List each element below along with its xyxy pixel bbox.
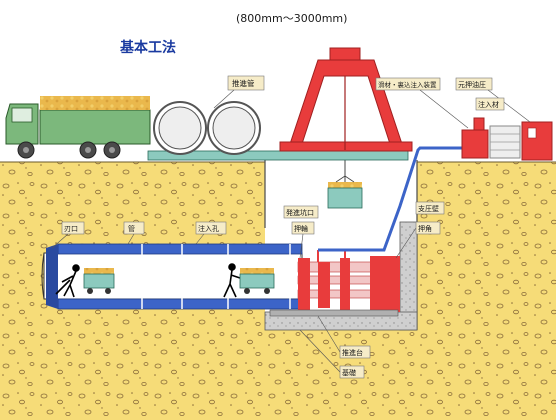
label-grout-device-group: 滑材・裏込注入装置	[375, 77, 469, 129]
label-main-jack-pump-group: 元押油圧	[455, 77, 531, 123]
label-cutting-edge: 刃口	[64, 225, 78, 233]
label-injection-material: 注入材	[478, 100, 499, 109]
jacked-pipe-string	[57, 243, 303, 310]
label-launch-shaft-group: 発進坑口	[283, 205, 319, 219]
label-foundation-group: 基礎	[299, 329, 365, 379]
dump-truck	[5, 96, 151, 159]
label-foundation: 基礎	[342, 368, 356, 377]
worker-digging	[55, 264, 80, 298]
surface-platform	[147, 150, 409, 161]
label-injection-material-group: 注入材	[475, 97, 505, 111]
jacking-equipment	[297, 250, 400, 312]
grout-injection-unit	[461, 117, 521, 159]
muck-cart-2	[239, 268, 275, 294]
label-jack-base-group: 推進台	[317, 315, 371, 359]
label-launch-shaft: 発進坑口	[286, 208, 314, 217]
label-grout-device: 滑材・裏込注入装置	[378, 80, 437, 89]
label-injection-hole: 注入孔	[198, 224, 219, 233]
muck-cart-1	[83, 268, 115, 294]
range-caption: (800mm〜3000mm)	[236, 12, 347, 25]
label-pipe: 管	[128, 224, 135, 233]
label-cutting-edge-group: 刃口	[51, 221, 85, 249]
label-main-jack-pump: 元押油圧	[458, 80, 486, 89]
label-push-ring: 押輪	[294, 224, 308, 233]
label-support-wall: 支圧壁	[418, 204, 439, 213]
label-injection-hole-group: 注入孔	[195, 221, 227, 245]
label-push-strut: 押角	[418, 224, 432, 233]
label-jack-base: 推進台	[342, 348, 363, 357]
hanging-muck-bucket	[327, 160, 363, 209]
label-pipe-stack: 推進管	[232, 78, 255, 88]
diagram-title: 基本工法	[120, 39, 176, 56]
label-pipe-stack-group: 推進管	[213, 75, 265, 109]
label-push-strut-group: 押角	[395, 221, 441, 259]
pipe-stack	[153, 101, 261, 155]
label-pipe-group: 管	[123, 221, 145, 245]
injection-line	[318, 146, 462, 252]
hydraulic-unit	[521, 121, 553, 161]
cutting-edge-head	[46, 244, 58, 309]
label-support-wall-group: 支圧壁	[415, 201, 445, 215]
label-push-ring-group: 押輪	[291, 221, 315, 259]
worker-pushing	[223, 263, 241, 298]
jack-base-rail	[269, 309, 399, 317]
